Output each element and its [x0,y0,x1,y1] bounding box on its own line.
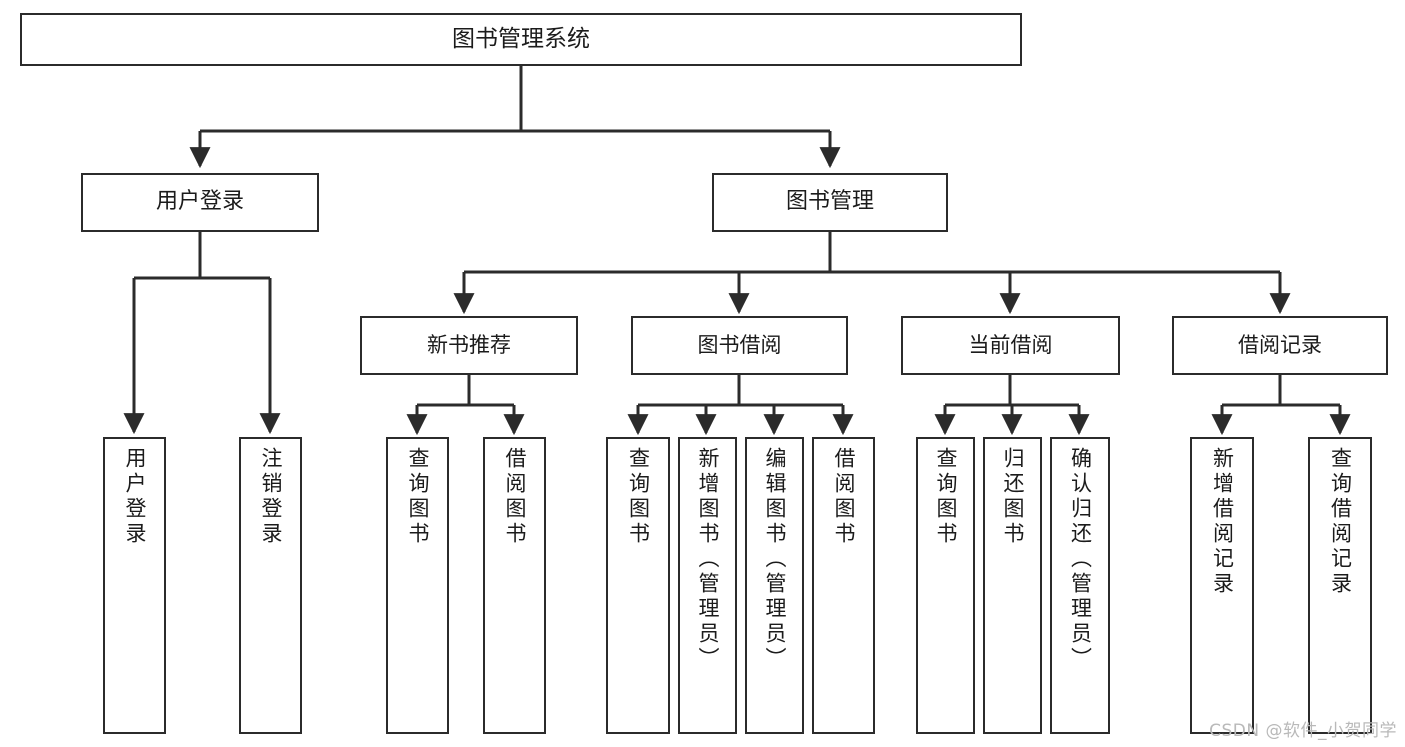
node-leaf-add-book-label: 新增图书（管理员） [696,447,720,672]
node-leaf-borrow-book-1[interactable]: 借阅图书 [483,437,546,734]
node-leaf-edit-book[interactable]: 编辑图书（管理员） [745,437,804,734]
node-leaf-logout-login[interactable]: 注销登录 [239,437,302,734]
node-user-login[interactable]: 用户登录 [81,173,319,232]
node-leaf-return-book-label: 归还图书 [1001,447,1025,547]
node-borrow-record[interactable]: 借阅记录 [1172,316,1388,375]
node-leaf-query-book-3[interactable]: 查询图书 [916,437,975,734]
node-leaf-logout-login-label: 注销登录 [259,447,283,547]
node-leaf-confirm-return-label: 确认归还（管理员） [1068,447,1093,672]
node-leaf-user-login-label: 用户登录 [123,447,147,547]
node-leaf-query-record-label: 查询借阅记录 [1328,447,1353,597]
node-leaf-user-login[interactable]: 用户登录 [103,437,166,734]
node-leaf-query-book-1[interactable]: 查询图书 [386,437,449,734]
node-leaf-edit-book-label: 编辑图书（管理员） [763,447,787,672]
node-book-manage[interactable]: 图书管理 [712,173,948,232]
node-leaf-add-book[interactable]: 新增图书（管理员） [678,437,737,734]
node-root[interactable]: 图书管理系统 [20,13,1022,66]
node-leaf-return-book[interactable]: 归还图书 [983,437,1042,734]
node-leaf-borrow-book-2[interactable]: 借阅图书 [812,437,875,734]
node-new-book-recommend[interactable]: 新书推荐 [360,316,578,375]
node-leaf-query-book-2[interactable]: 查询图书 [606,437,670,734]
node-current-borrow[interactable]: 当前借阅 [901,316,1120,375]
node-book-manage-label: 图书管理 [785,189,874,215]
node-leaf-add-record[interactable]: 新增借阅记录 [1190,437,1254,734]
node-new-book-recommend-label: 新书推荐 [427,332,511,357]
node-leaf-add-record-label: 新增借阅记录 [1210,447,1235,597]
csdn-watermark: CSDN @软件_小贺同学 [1209,721,1397,741]
node-leaf-query-book-1-label: 查询图书 [406,447,430,547]
node-leaf-confirm-return[interactable]: 确认归还（管理员） [1050,437,1110,734]
node-leaf-query-book-2-label: 查询图书 [626,447,651,547]
node-book-borrow[interactable]: 图书借阅 [631,316,848,375]
node-leaf-query-record[interactable]: 查询借阅记录 [1308,437,1372,734]
node-leaf-borrow-book-2-label: 借阅图书 [832,447,856,547]
node-leaf-query-book-3-label: 查询图书 [934,447,958,547]
node-root-label: 图书管理系统 [452,25,590,52]
node-book-borrow-label: 图书借阅 [697,332,782,357]
node-user-login-label: 用户登录 [155,189,244,215]
node-borrow-record-label: 借阅记录 [1238,332,1322,357]
node-leaf-borrow-book-1-label: 借阅图书 [503,447,527,547]
node-current-borrow-label: 当前借阅 [968,332,1053,357]
